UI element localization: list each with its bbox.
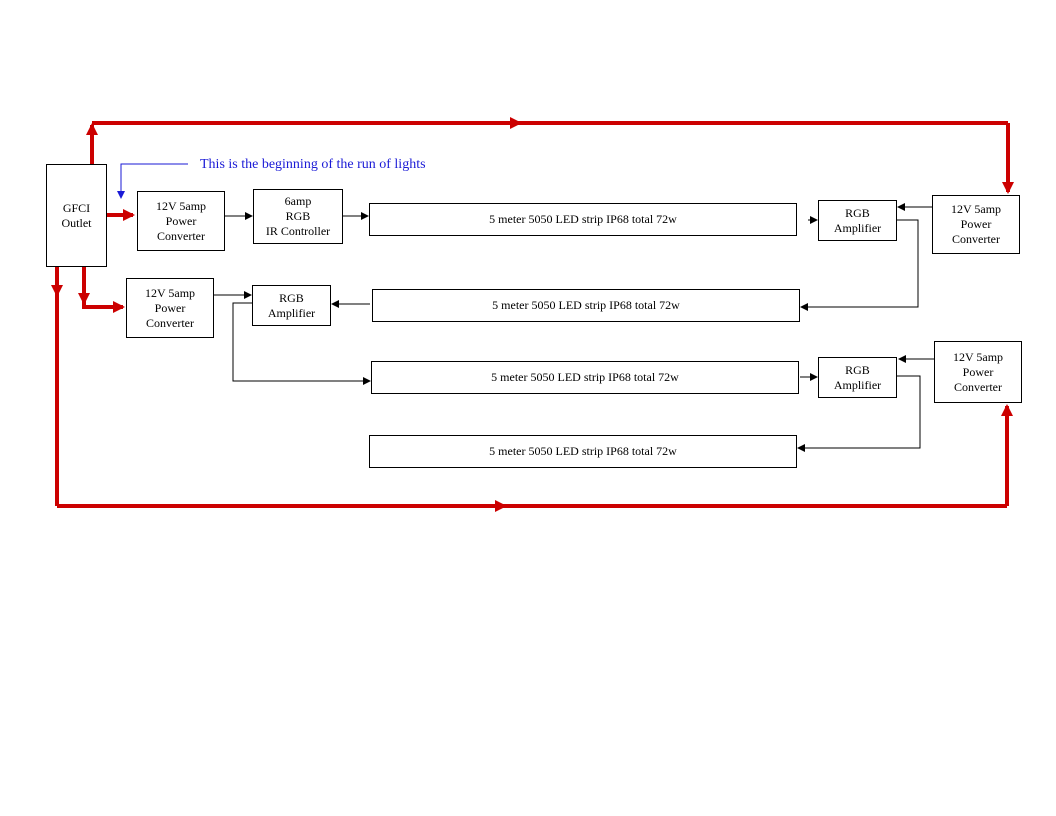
note-arrow	[117, 163, 188, 199]
rgb-ir-controller: 6amp RGB IR Controller	[253, 189, 343, 244]
signal-lines	[214, 203, 934, 452]
led-strip-3: 5 meter 5050 LED strip IP68 total 72w	[371, 361, 799, 394]
power-converter-right-top: 12V 5amp Power Converter	[932, 195, 1020, 254]
rgb-amplifier-left-mid: RGB Amplifier	[252, 285, 331, 326]
gfci-outlet: GFCI Outlet	[46, 164, 107, 267]
signal-amp-right-bottom-to-strip-4	[797, 375, 921, 452]
rgb-amplifier-right-bottom: RGB Amplifier	[818, 357, 897, 398]
led-strip-4: 5 meter 5050 LED strip IP68 total 72w	[369, 435, 797, 468]
power-converter-left-mid: 12V 5amp Power Converter	[126, 278, 214, 338]
beginning-note: This is the beginning of the run of ligh…	[200, 157, 426, 172]
led-strip-1: 5 meter 5050 LED strip IP68 total 72w	[369, 203, 797, 236]
power-lines	[51, 117, 1014, 512]
power-converter-right-bottom: 12V 5amp Power Converter	[934, 341, 1022, 403]
rgb-amplifier-right-top: RGB Amplifier	[818, 200, 897, 241]
signal-amp-left-to-strip-3	[232, 302, 371, 385]
led-strip-2: 5 meter 5050 LED strip IP68 total 72w	[372, 289, 800, 322]
signal-amp-right-top-to-strip-2	[800, 219, 919, 311]
power-converter-top: 12V 5amp Power Converter	[137, 191, 225, 251]
power-line-gfci-to-psu-left-mid	[82, 266, 125, 313]
